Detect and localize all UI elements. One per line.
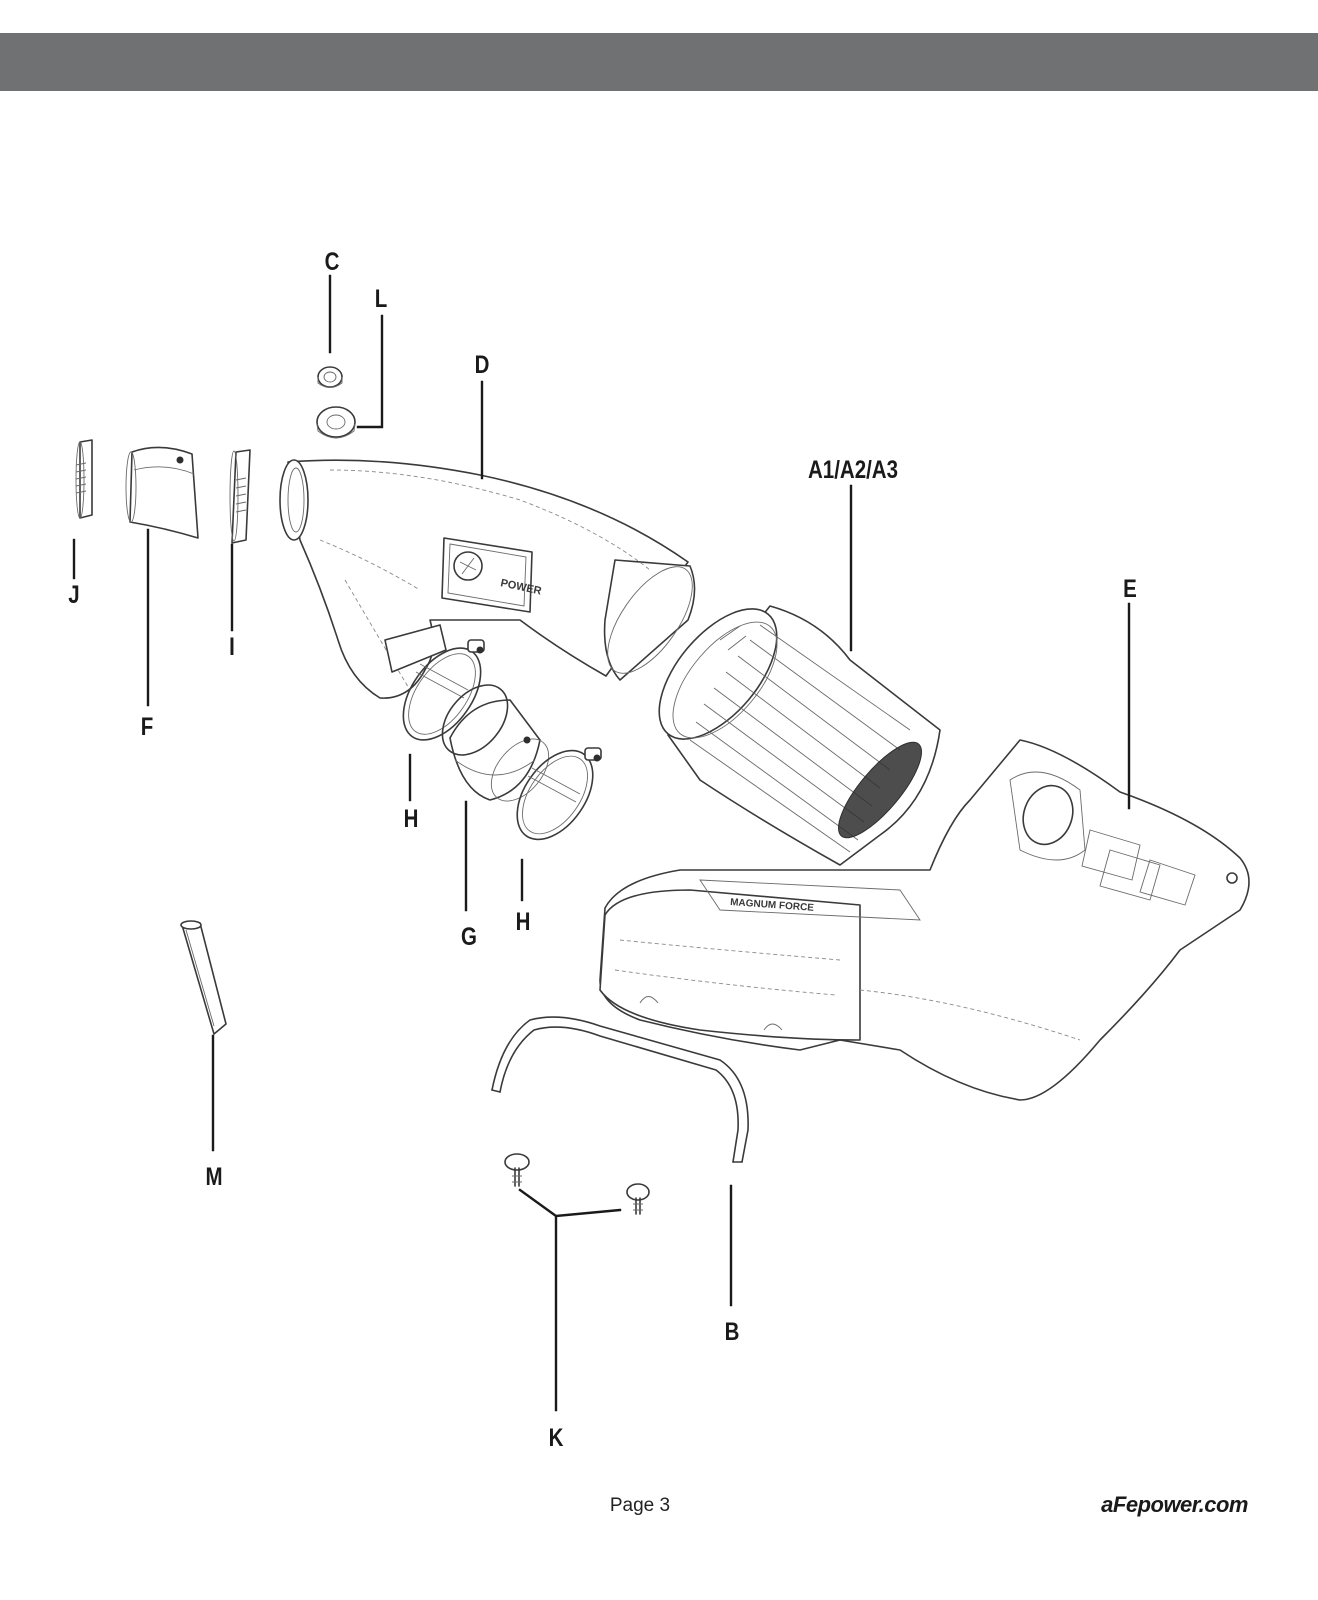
- callout-f: F: [141, 712, 154, 740]
- callout-labels: C L D A1/A2/A3 E J I F H H G M B K: [68, 247, 1137, 1451]
- header-bar: [0, 33, 1318, 91]
- part-b-seal-strip: [491, 1016, 749, 1163]
- callout-m: M: [205, 1162, 222, 1190]
- part-m-tube: [180, 920, 227, 1035]
- part-d-intake-tube: POWER: [279, 459, 696, 699]
- callout-c: C: [325, 247, 340, 275]
- callout-i: I: [229, 632, 235, 660]
- part-l-grommet: [316, 406, 356, 439]
- callout-g: G: [461, 922, 477, 950]
- callout-h-lower: H: [516, 907, 531, 935]
- callout-a: A1/A2/A3: [808, 455, 898, 483]
- callout-l: L: [375, 284, 388, 312]
- part-k-push-clips: [504, 1153, 650, 1215]
- callout-j: J: [68, 580, 79, 608]
- part-i-ring: [229, 449, 251, 544]
- leader-k: [518, 1188, 622, 1412]
- callout-h-upper: H: [404, 804, 419, 832]
- part-j-ring: [75, 439, 93, 519]
- part-e-airbox: MAGNUM FORCE: [599, 739, 1250, 1101]
- website-url: aFepower.com: [1101, 1492, 1248, 1517]
- leader-lines: [72, 274, 1131, 1412]
- part-c-grommet: [317, 366, 343, 388]
- part-h-clamp-upper: [402, 639, 485, 741]
- part-f-coupler: [125, 446, 199, 539]
- part-g-coupler: [441, 684, 550, 802]
- leader-l: [356, 314, 384, 429]
- callout-e: E: [1123, 574, 1137, 602]
- callout-d: D: [475, 350, 490, 378]
- part-a-air-filter: [658, 605, 941, 866]
- page-number: Page 3: [609, 1495, 671, 1516]
- callout-k: K: [549, 1423, 564, 1451]
- callout-b: B: [725, 1317, 740, 1345]
- part-h-clamp-lower: [516, 747, 602, 841]
